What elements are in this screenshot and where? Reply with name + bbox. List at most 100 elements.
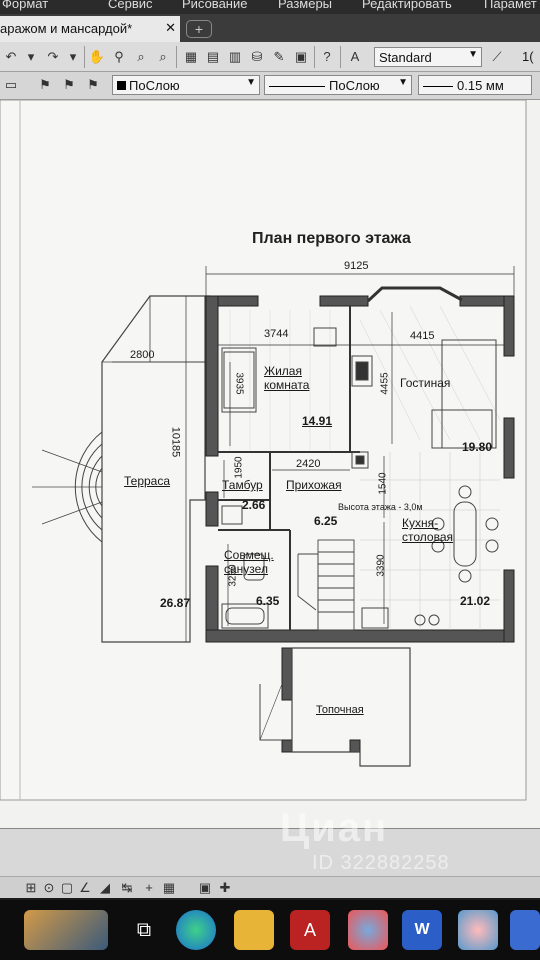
layer-icon[interactable]: ▭: [4, 77, 18, 92]
menu-dimensions[interactable]: Размеры: [278, 0, 333, 11]
widgets-icon[interactable]: [24, 910, 108, 950]
dyn-icon[interactable]: +: [145, 880, 153, 895]
tool-palette-icon[interactable]: ▥: [228, 49, 242, 64]
zoom-window-icon[interactable]: ⌕: [137, 49, 145, 64]
paint-3d-icon[interactable]: [458, 910, 498, 950]
chevron-down-icon: ▼: [246, 77, 256, 88]
dim-hall-width: 2420: [296, 458, 321, 470]
text-style-select[interactable]: Standard▼: [374, 47, 482, 67]
document-tab-bar: аражом и мансардой* ✕ +: [0, 14, 540, 42]
sheet-set-icon[interactable]: ⛁: [251, 49, 263, 64]
properties-icon[interactable]: ▦: [184, 49, 198, 64]
document-tab[interactable]: аражом и мансардой* ✕: [0, 16, 180, 42]
text-height-value: 1(: [522, 49, 534, 64]
watermark-id: ID 322882258: [312, 852, 450, 874]
lineweight-value: 0.15 мм: [457, 78, 504, 93]
drafting-settings-bar: ⊞ ⊙ ▢ ∠ ◢ ↹ + ▦ ▣ ✚: [0, 876, 540, 898]
undo-dropdown-icon[interactable]: ▾: [27, 49, 35, 64]
pan-icon[interactable]: ✋: [88, 49, 106, 64]
room-kitchen-name: Кухня- столовая: [402, 516, 453, 544]
model-icon[interactable]: ▣: [198, 880, 212, 895]
room-terrace-area: 26.87: [160, 596, 191, 610]
room-guest-name: Гостиная: [400, 376, 451, 390]
os-taskbar: ⧉ A W: [0, 900, 540, 960]
room-tambur-area: 2.66: [242, 498, 266, 512]
dim-total-width: 9125: [344, 260, 369, 272]
standard-toolbar: ↶ ▾ ↷ ▾ ✋ ⚲ ⌕ ⌕ ▦ ▤ ▥ ⛁ ✎ ▣ ? A Standard…: [0, 42, 540, 72]
lwt-icon[interactable]: ▦: [162, 880, 176, 895]
grid-icon[interactable]: ⊞: [25, 880, 37, 895]
markup-icon[interactable]: ✎: [273, 49, 285, 64]
floor-plan-drawing: [0, 100, 527, 801]
drawing-canvas[interactable]: План первого этажа 9125 3744 4415 2800 1…: [0, 100, 540, 828]
dim-right-room: 4415: [410, 330, 435, 342]
design-center-icon[interactable]: ▤: [206, 49, 220, 64]
autocad-icon[interactable]: A: [290, 910, 330, 950]
text-style-value: Standard: [379, 50, 432, 65]
snap-icon[interactable]: ⊙: [43, 880, 55, 895]
menu-format[interactable]: Формат: [2, 0, 49, 11]
room-bath-area: 6.35: [256, 594, 280, 608]
lineweight-select[interactable]: 0.15 мм: [418, 75, 532, 95]
close-icon[interactable]: ✕: [165, 20, 176, 35]
command-line-area[interactable]: [0, 828, 540, 876]
store-icon[interactable]: [510, 910, 540, 950]
edge-icon[interactable]: [176, 910, 216, 950]
room-tambur-name: Тамбур: [222, 478, 263, 492]
otrack-icon[interactable]: ↹: [121, 880, 133, 895]
chevron-down-icon: ▼: [398, 77, 408, 88]
dim-kitchen-a: 1540: [377, 472, 389, 495]
redo-icon[interactable]: ↷: [47, 49, 59, 64]
layer-match-icon[interactable]: ⚑: [39, 77, 51, 92]
menu-params[interactable]: Парамет: [484, 0, 537, 11]
menu-service[interactable]: Сервис: [108, 0, 153, 11]
file-explorer-icon[interactable]: [234, 910, 274, 950]
document-tab-title: аражом и мансардой*: [0, 21, 133, 36]
calculator-icon[interactable]: ▣: [294, 49, 308, 64]
color-value: ПоСлою: [129, 78, 180, 93]
dim-guest-height: 4455: [379, 372, 391, 395]
linetype-value: ПоСлою: [329, 78, 380, 93]
color-select[interactable]: ПоСлою ▼: [112, 75, 260, 95]
zoom-previous-icon[interactable]: ⌕: [159, 49, 167, 64]
redo-dropdown-icon[interactable]: ▾: [69, 49, 77, 64]
linetype-select[interactable]: ПоСлою ▼: [264, 75, 412, 95]
task-view-icon[interactable]: ⧉: [136, 919, 152, 941]
room-living-name: Жилая комната: [264, 364, 310, 392]
osnap-icon[interactable]: ◢: [100, 880, 110, 895]
dim-terrace-width: 2800: [130, 349, 155, 361]
floor-height-note: Высота этажа - 3,0м: [338, 502, 423, 512]
dim-living-height: 3935: [233, 372, 245, 395]
paint-icon[interactable]: [348, 910, 388, 950]
room-furnace-name: Топочная: [316, 704, 364, 716]
room-terrace-name: Терраса: [124, 474, 171, 488]
menu-edit[interactable]: Редактировать: [362, 0, 452, 11]
dimension-style-icon[interactable]: ⟋: [492, 49, 502, 64]
room-kitchen-area: 21.02: [460, 594, 491, 608]
ortho-icon[interactable]: ▢: [60, 880, 74, 895]
watermark-brand: Циан: [280, 806, 389, 850]
dim-left-room: 3744: [264, 328, 289, 340]
layer-previous-icon[interactable]: ⚑: [63, 77, 75, 92]
dim-terrace-height: 10185: [169, 426, 182, 458]
workspace-icon[interactable]: ✚: [219, 880, 231, 895]
layer-states-icon[interactable]: ⚑: [87, 77, 99, 92]
polar-icon[interactable]: ∠: [79, 880, 91, 895]
undo-icon[interactable]: ↶: [5, 49, 17, 64]
room-guest-area: 19.80: [462, 440, 493, 454]
color-swatch: [117, 81, 126, 90]
properties-toolbar: ▭ ⚑ ⚑ ⚑ ПоСлою ▼ ПоСлою ▼ 0.15 мм: [0, 72, 540, 100]
linetype-preview: [269, 86, 325, 88]
new-tab-button[interactable]: +: [186, 20, 212, 38]
menu-bar: Формат Сервис Рисование Размеры Редактир…: [0, 0, 540, 14]
menu-draw[interactable]: Рисование: [182, 0, 248, 11]
dim-tambur-height: 1950: [233, 456, 245, 479]
help-icon[interactable]: ?: [323, 49, 331, 64]
room-hall-area: 6.25: [314, 514, 338, 528]
word-icon[interactable]: W: [402, 910, 442, 950]
room-living-area: 14.91: [302, 414, 333, 428]
dim-kitchen-b: 3390: [375, 554, 387, 577]
text-style-icon[interactable]: A: [350, 49, 360, 64]
zoom-realtime-icon[interactable]: ⚲: [114, 49, 124, 64]
lineweight-preview: [423, 86, 453, 88]
